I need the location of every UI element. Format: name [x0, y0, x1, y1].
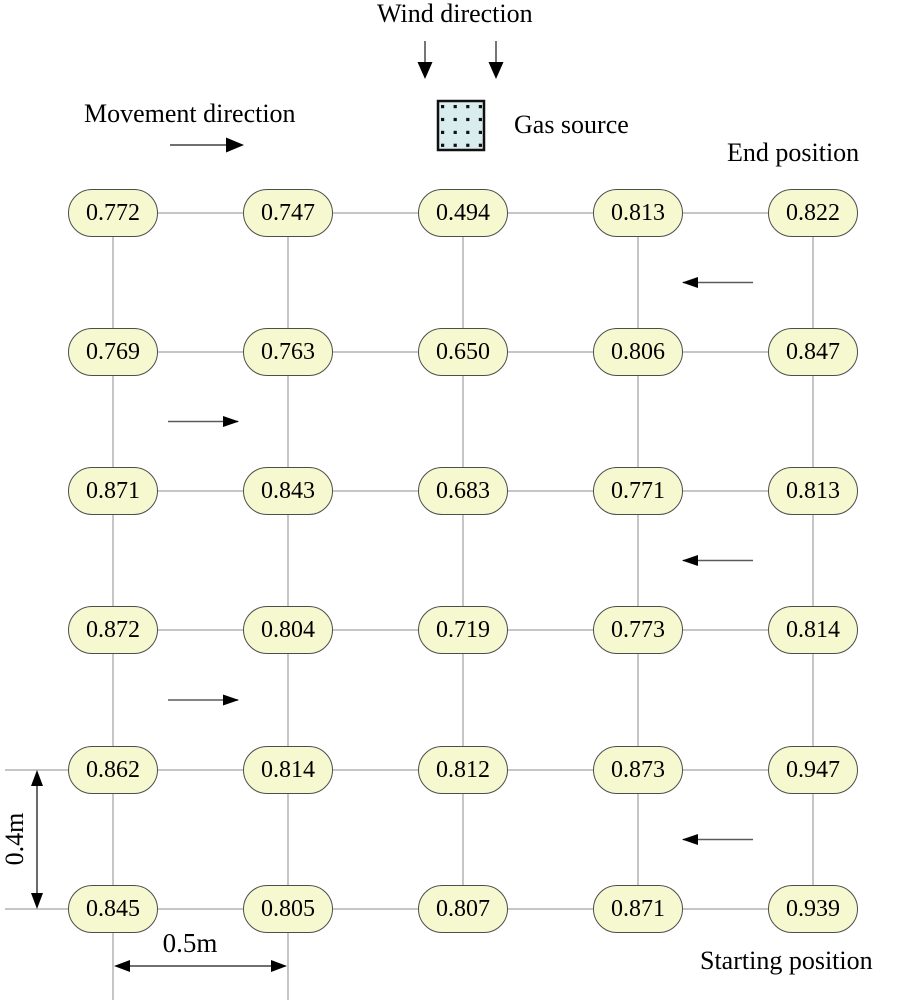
grid-node: 0.947: [768, 746, 858, 794]
grid-node: 0.772: [68, 189, 158, 237]
grid-node: 0.806: [593, 328, 683, 376]
gas-source-dot: [453, 117, 457, 122]
movement-arrow-right-icon: [170, 137, 244, 153]
grid-node: 0.650: [418, 328, 508, 376]
movement-direction-label: Movement direction: [84, 99, 296, 128]
wind-arrow-down-icon: [488, 41, 504, 79]
gas-source-dot: [441, 117, 445, 122]
wind-arrow-down-icon: [417, 41, 433, 79]
grid-node: 0.871: [68, 467, 158, 515]
grid-node: 0.807: [418, 885, 508, 933]
row-spacing-label: 0.4m: [0, 812, 29, 866]
starting-position-label: Starting position: [700, 946, 873, 975]
gas-source-dot: [478, 117, 482, 122]
grid-node: 0.747: [243, 189, 333, 237]
grid-node: 0.769: [68, 328, 158, 376]
gas-source-dot: [478, 143, 482, 147]
gas-source-icon: [436, 99, 486, 152]
gas-source-dot: [466, 105, 470, 109]
grid-node: 0.939: [768, 885, 858, 933]
end-position-label: End position: [727, 138, 860, 167]
grid-node: 0.872: [68, 606, 158, 654]
grid-node: 0.873: [593, 746, 683, 794]
grid-node: 0.805: [243, 885, 333, 933]
grid-node: 0.813: [593, 189, 683, 237]
col-spacing-dimension-arrow: [112, 933, 289, 1000]
wind-direction-label: Wind direction: [377, 0, 533, 28]
gas-source-dot: [466, 130, 470, 134]
grid-node: 0.814: [243, 746, 333, 794]
gas-source-dot: [453, 143, 457, 147]
gas-source-dot: [466, 143, 470, 147]
grid-node: 0.871: [593, 885, 683, 933]
grid-node: 0.822: [768, 189, 858, 237]
grid-node: 0.771: [593, 467, 683, 515]
grid-node: 0.763: [243, 328, 333, 376]
grid-node: 0.494: [418, 189, 508, 237]
gas-source-label: Gas source: [514, 110, 629, 139]
grid-node: 0.812: [418, 746, 508, 794]
grid-node: 0.804: [243, 606, 333, 654]
gas-source-dot: [453, 105, 457, 109]
gas-source-dot: [441, 105, 445, 109]
gas-source-dot: [453, 130, 457, 134]
grid-node: 0.683: [418, 467, 508, 515]
grid-node: 0.813: [768, 467, 858, 515]
gas-source-dot: [478, 105, 482, 109]
grid-node: 0.845: [68, 885, 158, 933]
row-spacing-dimension-arrow: [5, 769, 68, 910]
grid-node: 0.773: [593, 606, 683, 654]
gas-source-dot: [466, 117, 470, 122]
grid-node: 0.719: [418, 606, 508, 654]
grid-node: 0.814: [768, 606, 858, 654]
grid-node: 0.843: [243, 467, 333, 515]
gas-source-dot: [478, 130, 482, 134]
grid-node: 0.847: [768, 328, 858, 376]
gas-source-dot: [441, 143, 445, 147]
col-spacing-label: 0.5m: [162, 928, 218, 958]
gas-source-dot: [441, 130, 445, 134]
grid-node: 0.862: [68, 746, 158, 794]
